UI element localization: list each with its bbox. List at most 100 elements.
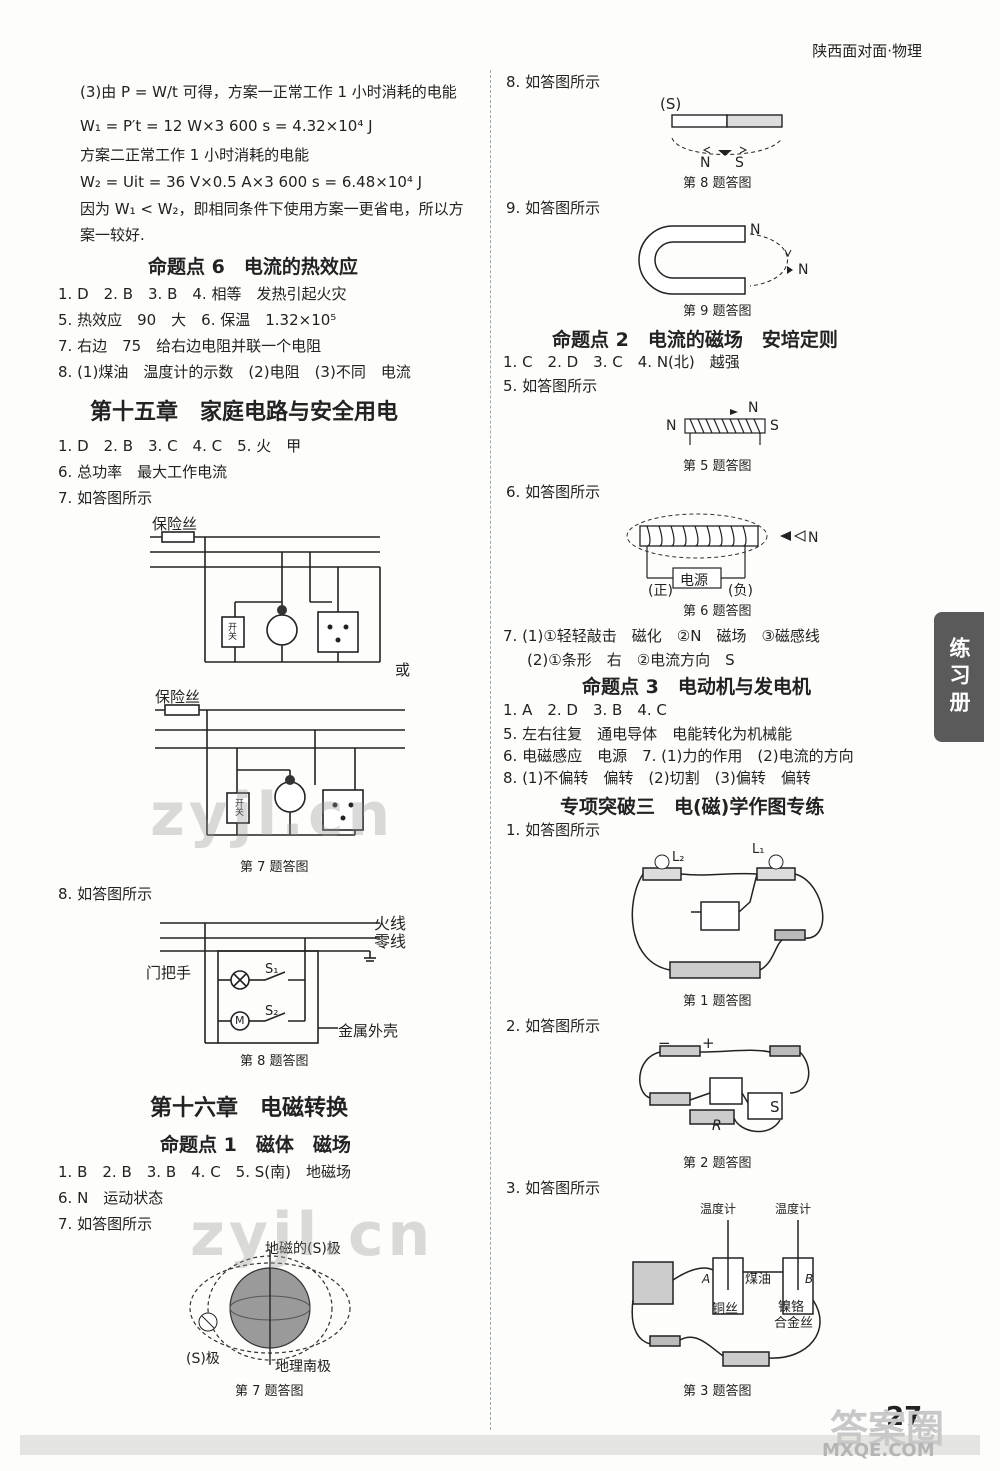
q6-n-label: N xyxy=(808,530,819,546)
sec1-answer-2: 6. N 运动状态 xyxy=(58,1189,164,1207)
plus-label: + xyxy=(702,1034,715,1052)
sec3-answer-2: 5. 左右往复 通电导体 电能转化为机械能 xyxy=(503,725,793,743)
watermark-1: zyjl.cn xyxy=(150,780,395,850)
q5-s-label: S xyxy=(770,418,779,434)
r-q1-text: 1. 如答图所示 xyxy=(506,821,601,839)
ch15-answer-8: 8. 如答图所示 xyxy=(58,885,153,903)
section-heading-2: 命题点 2 电流的磁场 安培定则 xyxy=(552,329,838,351)
s1-label: S₁ xyxy=(265,962,279,977)
q2-r-label: R xyxy=(712,1118,722,1134)
sec3-answer-4: 8. (1)不偏转 偏转 (2)切割 (3)偏转 偏转 xyxy=(503,769,811,787)
q2-s-label: S xyxy=(770,1098,780,1116)
chapter-15-title: 第十五章 家庭电路与安全用电 xyxy=(90,400,399,425)
chapter-16-title: 第十六章 电磁转换 xyxy=(150,1096,349,1121)
section-heading-1: 命题点 1 磁体 磁场 xyxy=(160,1134,351,1156)
r-figure-2-caption: 第 2 题答图 xyxy=(683,1156,752,1171)
sec2-answer-2: 5. 如答图所示 xyxy=(503,377,598,395)
household-circuit-diagram-1 xyxy=(150,531,381,663)
p3-line-1: (3)由 P = W/t 可得，方案一正常工作 1 小时消耗的电能 xyxy=(80,83,457,101)
page-number: 27 xyxy=(886,1402,923,1432)
figure-7b-caption: 第 7 题答图 xyxy=(235,1384,304,1399)
b-label: B xyxy=(805,1272,814,1286)
r-figure-1-caption: 第 1 题答图 xyxy=(683,994,752,1009)
bar-magnet-diagram xyxy=(671,114,783,156)
ch15-answer-3: 7. 如答图所示 xyxy=(58,489,153,507)
door-handle-label: 门把手 xyxy=(146,964,192,982)
site-logo-url: MXQE.COM xyxy=(822,1440,935,1461)
neutral-wire-label: 零线 xyxy=(374,932,407,951)
special-section-heading: 专项突破三 电(磁)学作图专练 xyxy=(560,796,825,818)
r-q9-text: 9. 如答图所示 xyxy=(506,199,601,217)
positive-label: (正) xyxy=(648,583,673,599)
site-logo: 答案圈 xyxy=(830,1407,945,1451)
geomagnetic-field-diagram xyxy=(189,1250,351,1365)
geo-s-pole-label: 地磁的(S)极 xyxy=(265,1241,341,1257)
section-heading-3: 命题点 3 电动机与发电机 xyxy=(582,676,811,698)
sec3-answer-3: 6. 电磁感应 电源 7. (1)力的作用 (2)电流的方向 xyxy=(503,747,854,765)
power-source-label: 电源 xyxy=(680,573,708,589)
u-magnet-diagram xyxy=(638,225,793,295)
p3-line-5: 因为 W₁ < W₂，即相同条件下使用方案一更省电，所以方 xyxy=(80,200,464,218)
meter-circuit-diagram xyxy=(639,1045,810,1133)
r-q3-text: 3. 如答图所示 xyxy=(506,1179,601,1197)
column-divider xyxy=(490,70,491,1430)
r-q8-text: 8. 如答图所示 xyxy=(506,73,601,91)
kerosene-label: 煤油 xyxy=(745,1272,772,1287)
practice-book-tab: 练习册 xyxy=(934,612,984,742)
household-circuit-diagram-2 xyxy=(155,704,405,836)
sec2-answer-7b: (2)①条形 右 ②电流方向 S xyxy=(527,651,735,669)
watermark-2: zyjl.cn xyxy=(190,1200,435,1270)
q5-n2-label: N xyxy=(748,400,759,416)
metal-shell-label: 金属外壳 xyxy=(338,1022,399,1040)
nichrome-label-1: 镍铬 xyxy=(778,1300,805,1315)
a-label: A xyxy=(702,1272,711,1286)
negative-label: (负) xyxy=(728,583,753,599)
solenoid-diagram-6 xyxy=(626,513,806,589)
ch15-answer-1: 1. D 2. B 3. C 4. C 5. 火 甲 xyxy=(58,437,302,455)
geo-south-label: 地理南极 xyxy=(275,1359,331,1375)
sec2-answer-1: 1. C 2. D 3. C 4. N(北) 越强 xyxy=(503,353,740,371)
s2-label: S₂ xyxy=(265,1004,279,1019)
figure-6-caption: 第 6 题答图 xyxy=(683,604,752,619)
r-q2-text: 2. 如答图所示 xyxy=(506,1017,601,1035)
sec3-answer-1: 1. A 2. D 3. B 4. C xyxy=(503,701,667,719)
q8-n-label: N xyxy=(700,155,711,171)
sec6-answer-1: 1. D 2. B 3. B 4. 相等 发热引起火灾 xyxy=(58,285,347,303)
r-figure-8-caption: 第 8 题答图 xyxy=(683,176,752,191)
door-alarm-circuit-diagram xyxy=(160,922,380,1044)
q5-n-label: N xyxy=(666,418,677,434)
r-figure-3-caption: 第 3 题答图 xyxy=(683,1384,752,1399)
minus-label: − xyxy=(658,1034,671,1052)
fuse-label-1: 保险丝 xyxy=(152,515,198,533)
p3-line-6: 案一较好. xyxy=(80,226,145,244)
or-label: 或 xyxy=(395,661,411,679)
sec6-answer-4: 8. (1)煤油 温度计的示数 (2)电阻 (3)不同 电流 xyxy=(58,363,411,381)
lamp-circuit-diagram xyxy=(631,854,824,979)
thermometer-circuit-diagram xyxy=(631,1220,821,1367)
q9-n-label: N xyxy=(750,222,761,238)
sec6-answer-3: 7. 右边 75 给右边电阻并联一个电阻 xyxy=(58,337,322,355)
s-pole-label: (S)极 xyxy=(186,1351,220,1367)
p3-line-3: 方案二正常工作 1 小时消耗的电能 xyxy=(80,146,310,164)
q8-s2-label: S xyxy=(735,155,744,171)
figure-7-caption: 第 7 题答图 xyxy=(240,860,309,875)
sec1-answer-3: 7. 如答图所示 xyxy=(58,1215,153,1233)
figure-5-caption: 第 5 题答图 xyxy=(683,459,752,474)
ch15-answer-2: 6. 总功率 最大工作电流 xyxy=(58,463,228,481)
l2-label: L₂ xyxy=(672,850,685,865)
switch-label-1: 开关 xyxy=(226,622,236,640)
figure-8-caption: 第 8 题答图 xyxy=(240,1054,309,1069)
running-header: 陕西面对面·物理 xyxy=(812,42,922,60)
motor-label: M xyxy=(235,1014,245,1027)
q9-n2-label: N xyxy=(798,262,809,278)
section-heading-6: 命题点 6 电流的热效应 xyxy=(148,256,358,278)
thermometer-1-label: 温度计 xyxy=(700,1202,737,1216)
l1-label: L₁ xyxy=(752,842,765,857)
figure-9-caption: 第 9 题答图 xyxy=(683,304,752,319)
r-q6-text: 6. 如答图所示 xyxy=(506,483,601,501)
q8-s-label: (S) xyxy=(660,95,682,113)
nichrome-label-2: 合金丝 xyxy=(774,1316,814,1331)
p3-line-4: W₂ = Uit = 36 V×0.5 A×3 600 s = 6.48×10⁴… xyxy=(80,173,423,191)
thermometer-2-label: 温度计 xyxy=(775,1202,812,1216)
copper-wire-label: 铜丝 xyxy=(712,1302,739,1317)
